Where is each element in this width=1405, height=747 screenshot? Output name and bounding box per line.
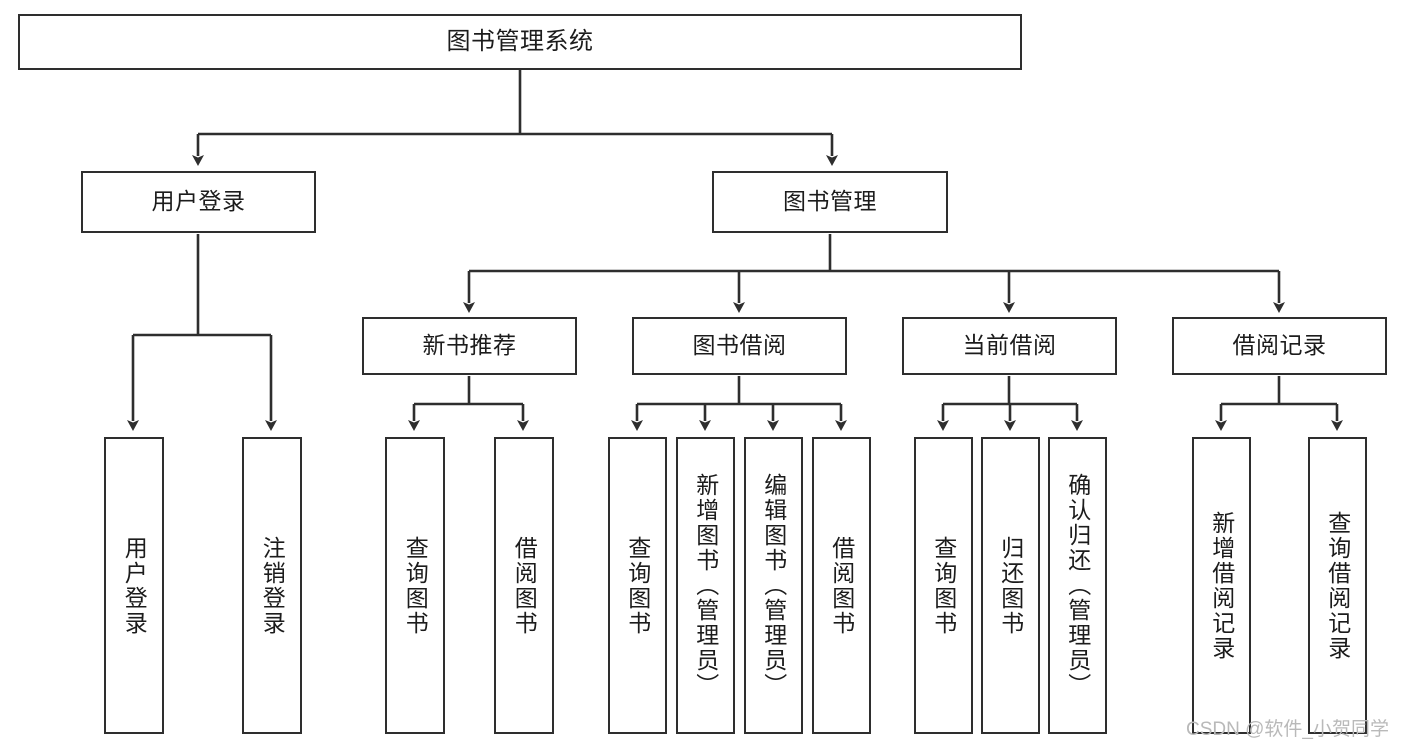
node-book-borrow[interactable]: 图书借阅 [632, 317, 847, 375]
node-label: 新增借阅记录 [1208, 510, 1235, 661]
leaf-return-book[interactable]: 归还图书 [981, 437, 1040, 734]
node-label: 图书管理系统 [446, 27, 594, 55]
node-label: 借阅图书 [828, 535, 855, 636]
node-user-login[interactable]: 用户登录 [81, 171, 316, 233]
node-label: 查询图书 [624, 535, 651, 636]
node-label: 借阅图书 [511, 535, 538, 636]
node-new-book-recommend[interactable]: 新书推荐 [362, 317, 577, 375]
node-label: 新增图书（管理员） [692, 473, 719, 698]
leaf-add-borrow-record[interactable]: 新增借阅记录 [1192, 437, 1251, 734]
leaf-borrow-book-recommend[interactable]: 借阅图书 [494, 437, 554, 734]
csdn-watermark: CSDN @软件_小贺同学 [1186, 719, 1389, 740]
node-label: 查询借阅记录 [1324, 510, 1351, 661]
node-label: 查询图书 [930, 535, 957, 636]
node-label: 确认归还（管理员） [1064, 473, 1091, 698]
leaf-query-borrow-record[interactable]: 查询借阅记录 [1308, 437, 1367, 734]
node-label: 图书借阅 [692, 332, 787, 359]
node-label: 当前借阅 [962, 332, 1057, 359]
node-label: 借阅记录 [1232, 332, 1327, 359]
leaf-borrow-book[interactable]: 借阅图书 [812, 437, 871, 734]
node-label: 注销登录 [259, 535, 286, 636]
node-label: 用户登录 [151, 188, 246, 215]
leaf-query-book-current[interactable]: 查询图书 [914, 437, 973, 734]
node-label: 编辑图书（管理员） [760, 473, 787, 698]
node-label: 归还图书 [997, 535, 1024, 636]
leaf-query-book-recommend[interactable]: 查询图书 [385, 437, 445, 734]
node-label: 查询图书 [402, 535, 429, 636]
leaf-query-book-borrow[interactable]: 查询图书 [608, 437, 667, 734]
leaf-add-book[interactable]: 新增图书（管理员） [676, 437, 735, 734]
node-borrow-record[interactable]: 借阅记录 [1172, 317, 1387, 375]
leaf-confirm-return[interactable]: 确认归还（管理员） [1048, 437, 1107, 734]
node-label: 图书管理 [783, 188, 877, 215]
leaf-logout-login[interactable]: 注销登录 [242, 437, 302, 734]
leaf-user-login[interactable]: 用户登录 [104, 437, 164, 734]
node-label: 用户登录 [121, 535, 148, 636]
leaf-edit-book[interactable]: 编辑图书（管理员） [744, 437, 803, 734]
node-current-borrow[interactable]: 当前借阅 [902, 317, 1117, 375]
node-root-system[interactable]: 图书管理系统 [18, 14, 1022, 70]
node-book-management[interactable]: 图书管理 [712, 171, 948, 233]
node-label: 新书推荐 [422, 332, 517, 359]
